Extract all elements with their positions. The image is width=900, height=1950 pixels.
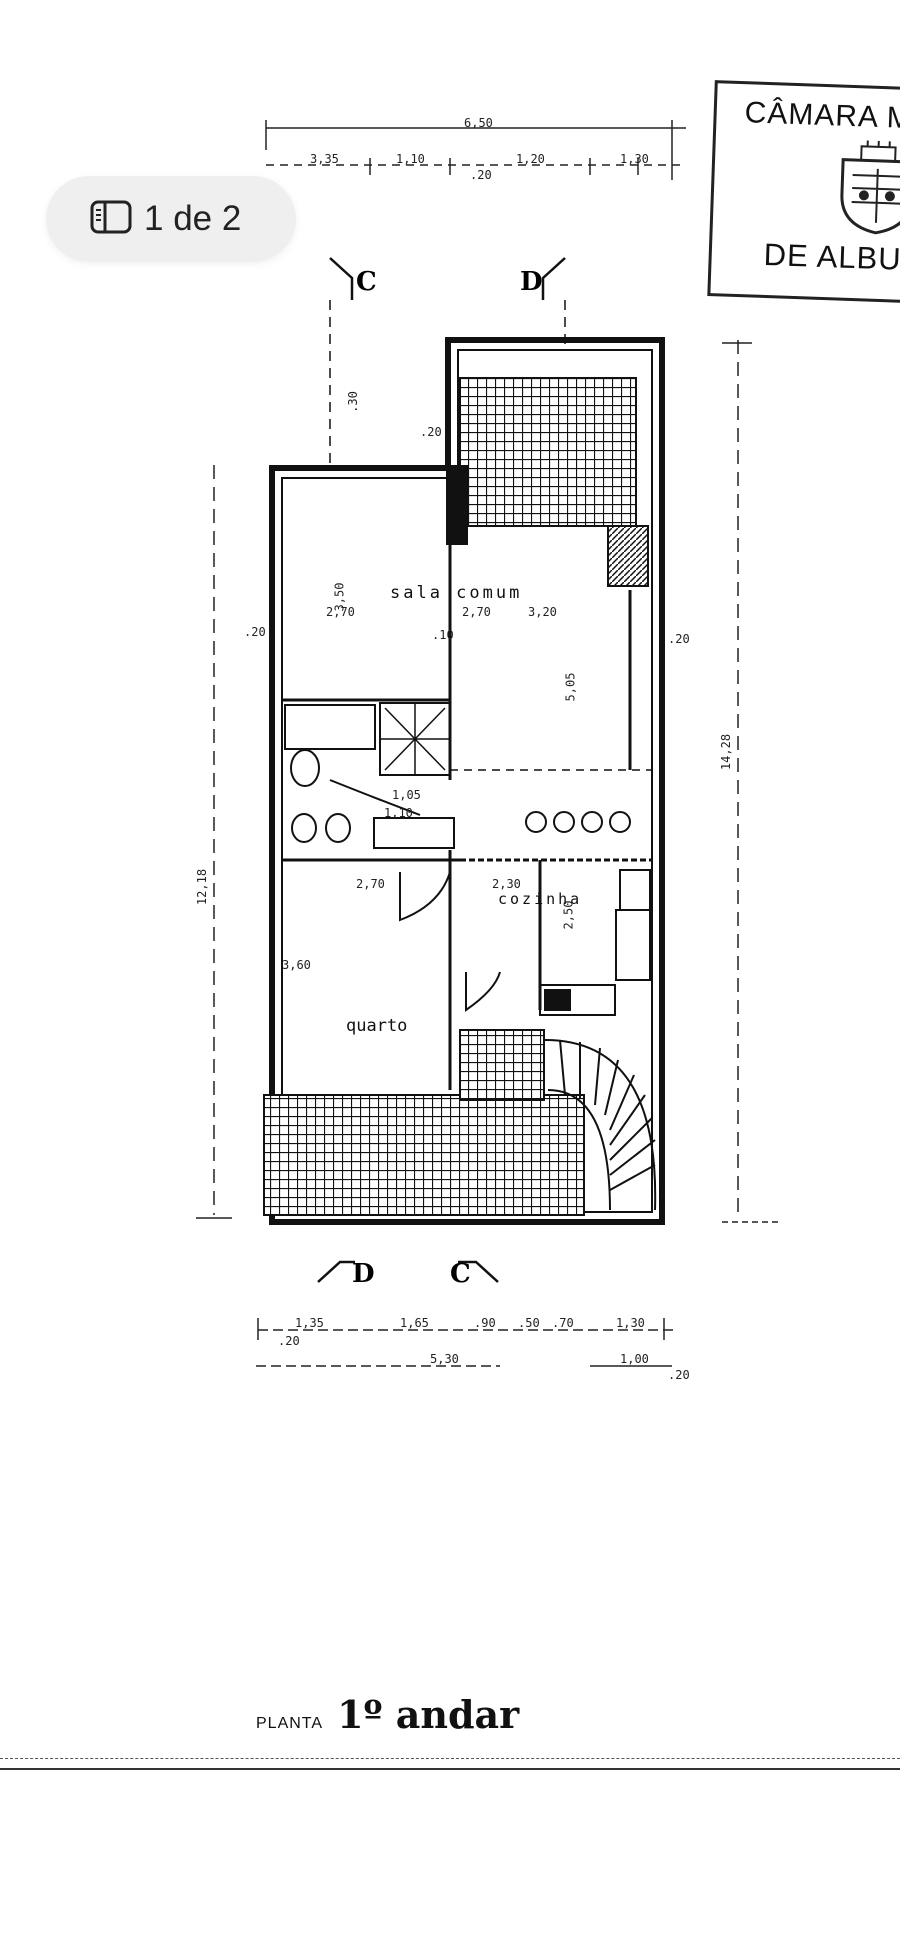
caption-floor: 1º andar (337, 1692, 520, 1737)
dim-n30: .30 (345, 391, 360, 413)
page-rule-dashed (0, 1758, 900, 1760)
dim-bottom-6: 1,30 (616, 1316, 645, 1330)
page-rule-top (0, 1768, 900, 1770)
dim-bottom-4: .50 (518, 1316, 540, 1330)
dim-bottom-8: .20 (668, 1368, 690, 1382)
dim-quarto-width: 2,70 (356, 877, 385, 891)
dim-n20-top: .20 (420, 425, 442, 439)
dim-n20-left: .20 (244, 625, 266, 639)
dim-top-1: 3,35 (310, 152, 339, 166)
section-marker-top-left: C (356, 267, 377, 297)
dim-bottom-1: 1,35 (295, 1316, 324, 1330)
dim-n70: 2,70 (462, 605, 491, 619)
section-marker-bottom-right: C (450, 1259, 471, 1289)
page-indicator[interactable]: 1 de 2 (46, 176, 296, 262)
dim-bottom-extra: 1,00 (620, 1352, 649, 1366)
dim-sala-depth: 5,05 (563, 672, 578, 702)
dim-bottom-2: 1,65 (400, 1316, 429, 1330)
dim-quarto-height: 3,60 (282, 958, 311, 972)
sidebar-icon (90, 200, 132, 239)
section-marker-bottom-left: D (352, 1259, 375, 1289)
page-indicator-label: 1 de 2 (144, 199, 242, 238)
dim-n10: .10 (432, 628, 454, 642)
room-label-quarto: quarto (346, 1016, 408, 1036)
dim-sala-width-2: 3,20 (528, 605, 557, 619)
dim-right-side: 14,28 (719, 733, 734, 771)
dim-bath-b: 1,10 (384, 806, 413, 820)
dim-sala-width-1: 2,70 (326, 605, 355, 619)
crest-icon (840, 140, 900, 235)
dim-top-4: 1,30 (620, 152, 649, 166)
dim-top-2: 1,10 (396, 152, 425, 166)
section-marker-top-right: D (520, 267, 543, 297)
dim-top-overall: 6,50 (464, 116, 493, 130)
dim-bottom-5: .70 (552, 1316, 574, 1330)
plan-caption: PLANTA 1º andar (256, 1692, 519, 1737)
dim-top-3: 1,20 (516, 152, 545, 166)
caption-planta: PLANTA (256, 1715, 324, 1732)
dim-bottom-7: .20 (278, 1334, 300, 1348)
dim-bath-a: 1,05 (392, 788, 421, 802)
municipal-stamp: CÂMARA M DE ALBU (707, 80, 900, 304)
dim-left-side: 12,18 (195, 868, 210, 906)
dim-bottom-overall: 5,30 (430, 1352, 459, 1366)
room-label-cozinha: cozinha (498, 890, 583, 908)
dim-n20-right: .20 (668, 632, 690, 646)
room-label-sala: sala comum (390, 583, 523, 603)
dim-bottom-3: .90 (474, 1316, 496, 1330)
dim-top-5: .20 (470, 168, 492, 182)
dim-cozinha-width: 2,30 (492, 877, 521, 891)
